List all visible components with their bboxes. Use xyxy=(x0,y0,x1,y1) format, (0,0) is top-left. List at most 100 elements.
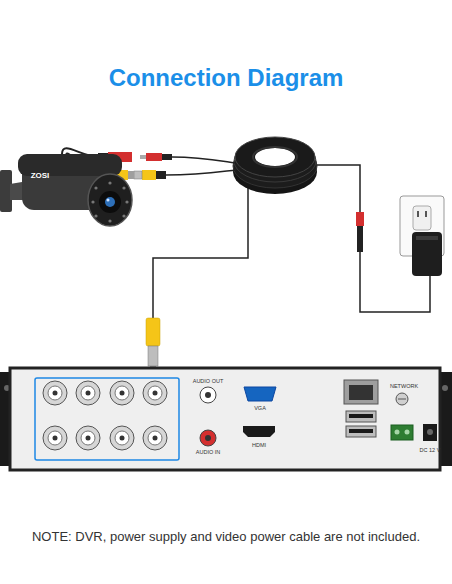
bnc-ports xyxy=(48,386,62,400)
bnc-ports xyxy=(43,381,167,450)
network-usb-ports xyxy=(346,411,376,422)
bnc-plug xyxy=(146,318,160,346)
port-label: AUDIO IN xyxy=(196,449,220,455)
bnc-ports xyxy=(115,431,129,445)
bnc-ports xyxy=(81,431,95,445)
note-caption: NOTE: DVR, power supply and video power … xyxy=(32,530,420,544)
extension-cable-leads xyxy=(172,157,235,163)
terminal-block xyxy=(391,425,413,440)
extension-connectors xyxy=(134,153,172,180)
bullet-camera xyxy=(122,186,125,189)
bnc-ports xyxy=(143,426,167,450)
bnc-ports xyxy=(115,386,129,400)
dc-jack xyxy=(423,424,437,441)
extension-connectors xyxy=(134,171,142,179)
extension-connectors xyxy=(162,154,172,160)
bullet-camera xyxy=(125,200,128,203)
bnc-ports xyxy=(143,426,167,450)
bnc-plug xyxy=(148,346,158,366)
audio-ports xyxy=(200,430,216,446)
audio-ports xyxy=(200,387,216,446)
bnc-ports xyxy=(48,431,62,445)
bullet-camera xyxy=(99,191,121,213)
terminal-block xyxy=(405,430,410,435)
vga-port xyxy=(244,387,276,401)
bnc-ports xyxy=(153,391,158,396)
power-adapter xyxy=(416,236,438,240)
extension-connectors xyxy=(156,171,166,179)
dvr-rear-panel xyxy=(442,385,448,391)
network-usb-ports xyxy=(344,380,378,437)
bnc-ports xyxy=(53,391,58,396)
bnc-ports xyxy=(120,436,125,441)
bnc-ports xyxy=(143,381,167,405)
bnc-ports xyxy=(153,436,158,441)
port-label: DC 12 V xyxy=(420,447,441,453)
bnc-ports xyxy=(43,426,67,450)
port-label: NETWORK xyxy=(390,383,418,389)
terminal-block xyxy=(395,430,400,435)
bullet-camera xyxy=(0,154,132,226)
network-usb-ports xyxy=(349,385,373,400)
video-cable xyxy=(153,182,248,318)
wall-outlet xyxy=(425,211,427,217)
extension-connectors xyxy=(146,153,162,161)
bnc-ports xyxy=(148,386,162,400)
power-plug-connector xyxy=(356,212,364,226)
network-usb-ports xyxy=(346,426,376,437)
cable-coil xyxy=(233,137,317,194)
bnc-ports xyxy=(86,391,91,396)
bnc-ports xyxy=(43,381,67,405)
dc-jack xyxy=(423,424,437,441)
dc-jack xyxy=(427,429,433,435)
dvr-rear-panel xyxy=(0,368,452,470)
bnc-ports xyxy=(76,381,100,405)
bullet-camera xyxy=(91,200,94,203)
brand-logo: ZOSI xyxy=(31,172,50,181)
audio-ports xyxy=(205,392,211,398)
bullet-camera xyxy=(108,219,111,222)
cable-coil xyxy=(255,148,295,166)
vga-port xyxy=(244,387,276,401)
bnc-ports xyxy=(148,431,162,445)
wall-outlet xyxy=(417,211,419,217)
camera-connectors xyxy=(128,171,134,179)
power-adapter xyxy=(412,232,442,276)
audio-ports xyxy=(205,435,211,441)
power-adapter xyxy=(412,232,442,276)
bnc-ports xyxy=(110,426,134,450)
bnc-ports xyxy=(110,426,134,450)
bullet-camera xyxy=(122,214,125,217)
video-cable xyxy=(153,182,248,318)
bullet-camera xyxy=(105,197,115,207)
network-usb-ports xyxy=(349,429,373,433)
terminal-block xyxy=(391,425,413,440)
bnc-ports xyxy=(76,426,100,450)
bullet-camera xyxy=(88,174,132,226)
bnc-ports xyxy=(120,391,125,396)
audio-ports xyxy=(200,387,216,403)
bullet-camera xyxy=(107,199,110,202)
diagram-title: Connection Diagram xyxy=(109,65,344,91)
extension-connectors xyxy=(140,155,146,159)
port-label: AUDIO OUT xyxy=(193,378,224,384)
power-plug-connector xyxy=(356,212,364,252)
bnc-ports xyxy=(86,436,91,441)
bnc-ports xyxy=(110,381,134,405)
bnc-ports xyxy=(143,381,167,405)
cable-coil xyxy=(235,137,315,177)
ground-screw xyxy=(396,393,408,405)
extension-cable-leads xyxy=(166,157,236,175)
dvr-rear-panel xyxy=(35,378,179,460)
extension-connectors xyxy=(142,170,156,180)
port-label: HDMI xyxy=(252,442,266,448)
network-usb-ports xyxy=(344,380,378,404)
bnc-ports xyxy=(76,381,100,405)
power-cable xyxy=(312,165,360,212)
ground-screw xyxy=(398,399,406,400)
power-plug-connector xyxy=(357,226,363,252)
bullet-camera xyxy=(94,186,97,189)
port-label: VGA xyxy=(254,405,266,411)
bnc-ports xyxy=(43,426,67,450)
dvr-rear-panel xyxy=(10,368,440,470)
